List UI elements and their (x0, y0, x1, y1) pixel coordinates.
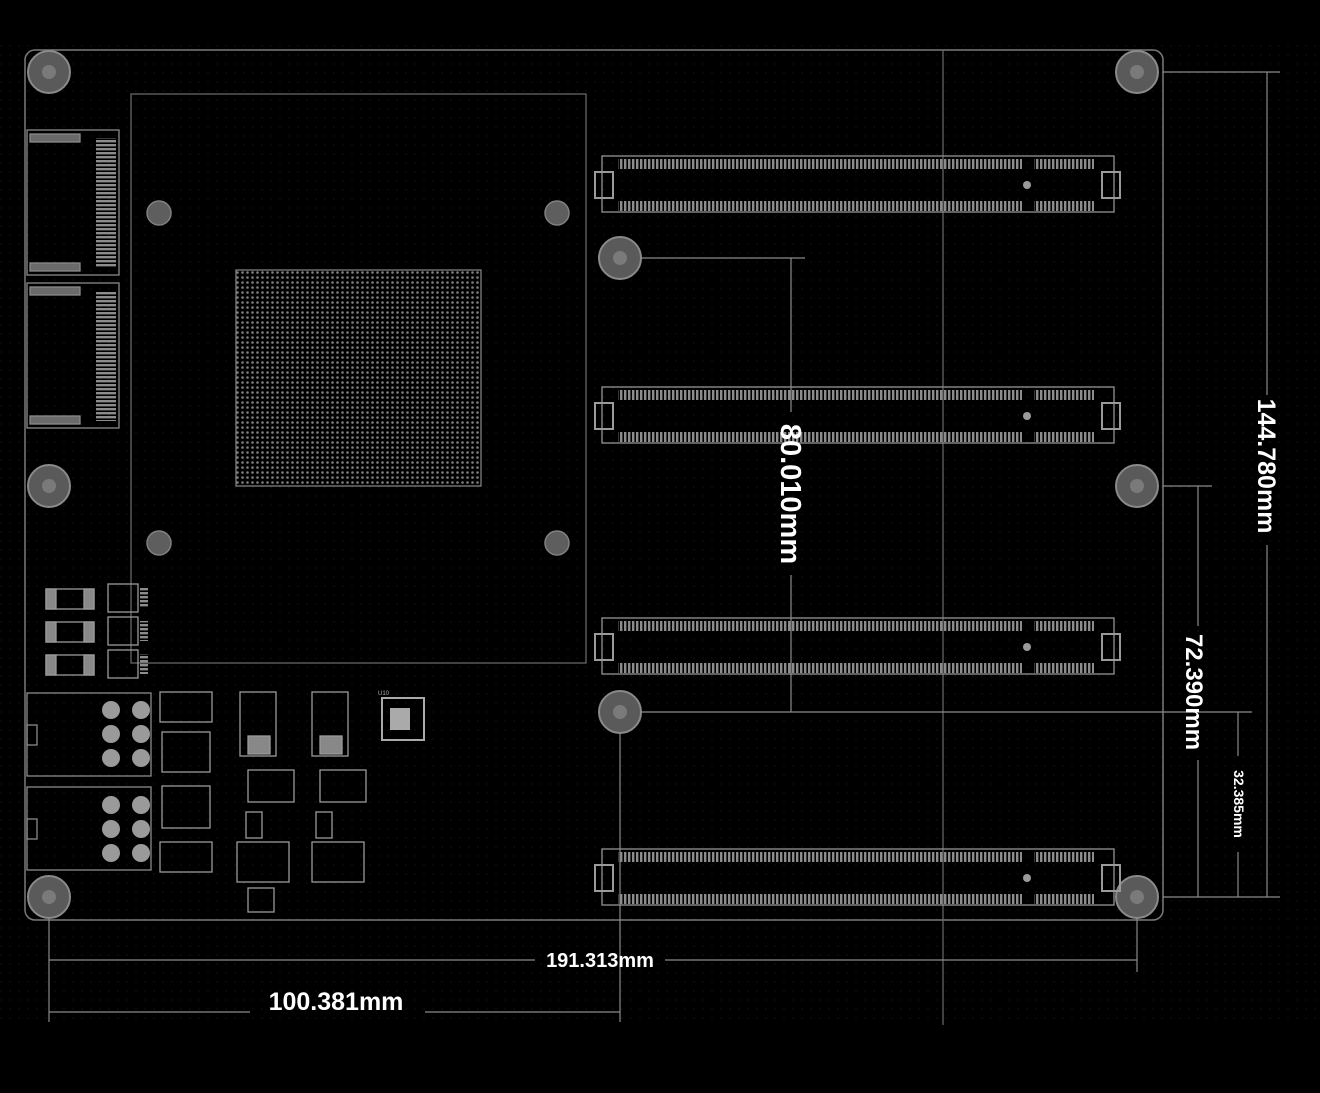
dim-overall-height: 144.780mm (1252, 399, 1280, 534)
background-grid (0, 40, 1320, 1025)
u10-chip: U10 (378, 691, 425, 741)
dim-overall-width: 191.313mm (546, 950, 654, 972)
dimm-slot-3 (594, 617, 1121, 675)
bga-chip (235, 269, 482, 487)
dim-mid-height: 72.390mm (1180, 634, 1207, 750)
cpu-socket-outline (130, 93, 587, 664)
dim-half-width: 100.381mm (269, 988, 404, 1016)
dimm-slot-4 (594, 848, 1121, 906)
board-outline (24, 49, 1164, 921)
power-components (159, 691, 367, 913)
dim-lower-height: 32.385mm (1231, 770, 1247, 838)
u10-label: U10 (378, 691, 390, 697)
left-connectors (26, 129, 120, 429)
smd-components (45, 583, 148, 679)
dimm-slot-2 (594, 386, 1121, 444)
dim-slot-span: 80.010mm (774, 424, 806, 564)
socket-screw-holes (146, 200, 570, 556)
dimm-slot-1 (594, 155, 1121, 213)
dimm-slots (594, 155, 1121, 906)
jack-blocks (26, 692, 152, 871)
dimension-lines (48, 71, 1280, 1022)
